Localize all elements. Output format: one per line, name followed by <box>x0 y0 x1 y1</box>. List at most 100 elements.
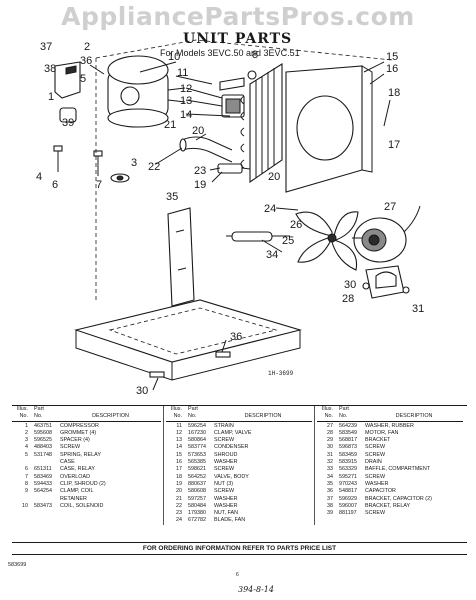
callout-label: 22 <box>148 161 160 173</box>
illus-number: 28 <box>327 429 333 436</box>
callout-label: 28 <box>342 293 354 305</box>
illus-number: 14 <box>176 444 182 451</box>
callout-label: 34 <box>266 249 278 261</box>
callout-label: 17 <box>388 139 400 151</box>
illus-number: 35 <box>327 480 333 487</box>
part-number: 565385 <box>188 459 206 466</box>
compressor-drawing <box>107 55 186 128</box>
part-number: 583774 <box>188 444 206 451</box>
part-description: GROMMET (4) <box>60 429 97 436</box>
header-no: No. <box>324 413 333 420</box>
diagram-code: 1H-3699 <box>268 370 294 377</box>
part-number <box>34 496 60 503</box>
callout-label: 8 <box>252 49 258 61</box>
illus-number: 3 <box>25 437 28 444</box>
callout-label: 18 <box>388 87 400 99</box>
part-description: COIL, SOLENOID <box>60 502 104 509</box>
illus-number: 31 <box>327 451 333 458</box>
part-description: WASHER <box>214 459 238 466</box>
watermark: AppliancePartsPros.com <box>61 2 415 31</box>
part-description: COMPRESSOR <box>60 422 99 429</box>
callout-label: 13 <box>180 95 192 107</box>
part-number: 583469 <box>34 473 52 480</box>
part-number: 970243 <box>339 480 357 487</box>
part-number: 651311 <box>34 466 52 473</box>
header-no: No. <box>173 413 182 420</box>
part-description: SPRING, RELAY <box>60 451 101 458</box>
illus-number: 23 <box>176 510 182 517</box>
illus-number: 11 <box>176 422 182 429</box>
part-description: SHROUD <box>214 451 238 458</box>
part-description: CLAMP, COIL <box>60 488 94 495</box>
callout-label: 7 <box>96 179 102 191</box>
part-number: 463751 <box>34 422 52 429</box>
condenser-drawing <box>240 63 283 184</box>
part-number: 564254 <box>34 488 52 495</box>
part-description: SCREW <box>214 488 235 495</box>
callout-label: 38 <box>44 63 56 75</box>
part-number: 488403 <box>34 444 52 451</box>
part-number: 564252 <box>188 473 206 480</box>
part-description: SCREW <box>365 510 386 517</box>
part-number: 594433 <box>34 480 52 487</box>
fan-blade-drawing <box>295 211 359 271</box>
header-part-no: No. <box>34 413 43 420</box>
callout-label: 2 <box>84 41 90 53</box>
illus-number: 34 <box>327 473 333 480</box>
header-description: DESCRIPTION <box>395 413 433 420</box>
callout-label: 31 <box>412 303 424 315</box>
part-number: 179380 <box>188 510 206 517</box>
header-no: No. <box>19 413 28 420</box>
part-description: VALVE, BODY <box>214 473 249 480</box>
part-number: 595271 <box>339 473 357 480</box>
illus-number: 2 <box>25 429 28 436</box>
callout-label: 27 <box>384 201 396 213</box>
part-number: 596254 <box>188 422 206 429</box>
part-description: CLAMP, VALVE <box>214 429 252 436</box>
header-illus: Illus. <box>321 406 333 412</box>
illus-number: 27 <box>327 422 333 429</box>
part-number: 583459 <box>339 451 357 458</box>
illus-number: 29 <box>327 437 333 444</box>
illus-number: 10 <box>22 502 28 509</box>
callout-label: 30 <box>136 385 148 397</box>
handwritten-note: 394-8-14 <box>238 585 274 594</box>
part-number: 564239 <box>339 422 357 429</box>
part-number: 596873 <box>339 444 357 451</box>
part-description: BAFFLE, COMPARTMENT <box>365 466 431 473</box>
leader-lines <box>139 61 391 391</box>
illus-number: 16 <box>176 459 182 466</box>
part-description: CAPACITOR <box>365 488 396 495</box>
part-description: RETAINER <box>60 495 87 502</box>
callout-label: 21 <box>164 119 176 131</box>
callout-label: 1 <box>48 91 54 103</box>
callout-label: 3 <box>131 157 137 169</box>
callout-label: 15 <box>386 51 398 63</box>
illus-number <box>12 459 34 466</box>
callout-label: 10 <box>168 51 180 63</box>
part-number: 596929 <box>339 495 357 502</box>
part-description: WASHER <box>365 480 389 487</box>
page-title: UNIT PARTS <box>183 31 293 47</box>
callout-label: 36 <box>80 55 92 67</box>
